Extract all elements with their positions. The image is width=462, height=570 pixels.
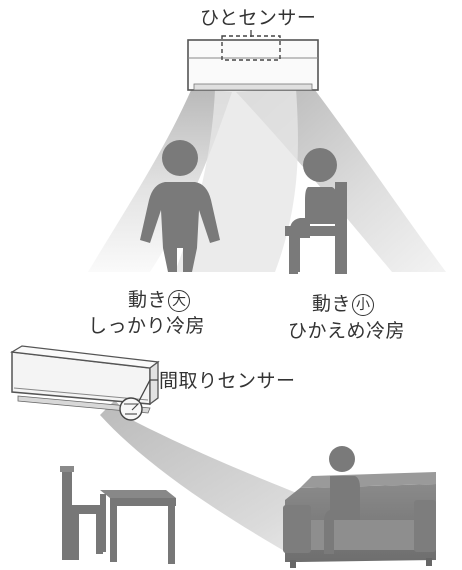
sensor-beam-left (88, 88, 232, 272)
human-sensor-label: ひとセンサー (200, 7, 317, 29)
room-layout-sensor-label: 間取りセンサー (159, 370, 296, 392)
dining-chair-icon (60, 466, 104, 560)
gentle-cooling-label: ひかえめ冷房 (288, 320, 406, 342)
dining-table-icon (100, 490, 176, 564)
small-mark-icon: 小 (352, 294, 375, 316)
big-mark-icon: 大 (168, 290, 191, 312)
wall-air-conditioner (10, 345, 160, 414)
strong-cooling-label: しっかり冷房 (88, 315, 206, 337)
top-air-conditioner (187, 39, 319, 91)
room-sensor-icon (119, 397, 143, 421)
room-sensor-leader (138, 379, 158, 402)
small-movement-label: 動き小 (312, 292, 375, 316)
big-movement-label: 動き大 (128, 288, 191, 312)
standing-person-icon (140, 140, 220, 272)
big-movement-text: 動き (128, 289, 168, 311)
sofa-person-icon (324, 446, 360, 554)
seated-person-icon (285, 148, 347, 274)
small-movement-text: 動き (312, 293, 352, 315)
